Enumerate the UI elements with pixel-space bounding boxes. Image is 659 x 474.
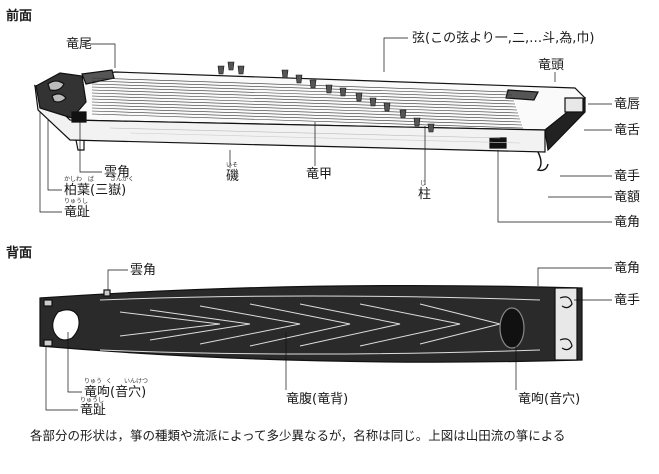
label-ji: 柱 xyxy=(418,187,432,202)
ruby-ba: ば xyxy=(88,176,95,183)
front-bridges xyxy=(217,61,435,133)
label-ryuku-left: 竜呴(音穴) xyxy=(84,385,147,400)
ruby-iso: いそ xyxy=(226,162,239,169)
front-strings xyxy=(91,77,524,129)
label-iso: 磯 xyxy=(226,169,240,184)
label-unkaku-back: 雲角 xyxy=(130,263,157,278)
label-ryukaku-back: 竜角 xyxy=(614,261,641,276)
label-ryufuku: 竜腹(竜背) xyxy=(286,392,349,407)
back-koto-drawing xyxy=(39,284,583,363)
ruby-kashiwa: かしわ xyxy=(64,176,83,183)
label-unkaku-front: 雲角 xyxy=(104,165,131,180)
caption: 各部分の形状は，箏の種類や流派によって多少異なるが，名称は同じ。上図は山田流の箏… xyxy=(30,428,566,443)
back-leader-lines xyxy=(45,267,612,411)
front-section-title: 前面 xyxy=(6,9,33,24)
label-ryushi-front: 竜趾 xyxy=(64,205,91,220)
ruby-ryushi-back: りゅうし xyxy=(80,397,105,404)
label-ryushu: 竜手 xyxy=(614,169,641,184)
ruby-ryu: りゅう xyxy=(84,378,103,385)
label-ryuko: 竜甲 xyxy=(306,167,333,182)
ruby-ji: じ xyxy=(420,180,427,187)
ruby-sangaku: さんがく xyxy=(110,176,135,183)
label-ryushi-back: 竜趾 xyxy=(80,403,107,418)
label-ryukaku: 竜角 xyxy=(614,215,641,230)
label-kashiwaba: 柏葉(三嶽) xyxy=(64,183,127,198)
ruby-ku: く xyxy=(106,378,113,385)
label-ryuto: 竜頭 xyxy=(538,58,565,73)
label-ryushin: 竜唇 xyxy=(614,97,641,112)
ruby-inketsu: いんけつ xyxy=(124,378,149,385)
label-ryugaku: 竜額 xyxy=(614,190,641,205)
label-gen: 弦(この弦より一,二,…斗,為,巾) xyxy=(412,31,595,46)
label-ryuzetsu: 竜舌 xyxy=(614,123,641,138)
back-section-title: 背面 xyxy=(6,246,33,261)
label-ryushu-back: 竜手 xyxy=(614,293,641,308)
front-leader-lines xyxy=(39,37,612,223)
ruby-ryushi-front: りゅうし xyxy=(64,198,89,205)
label-ryubi: 竜尾 xyxy=(66,37,93,52)
label-ryuku-right: 竜呴(音穴) xyxy=(518,392,581,407)
